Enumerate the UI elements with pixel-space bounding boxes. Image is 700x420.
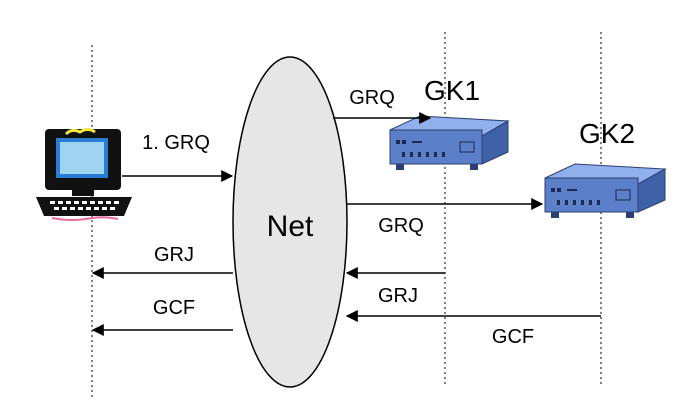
msg-grj-from-gk1: GRJ — [378, 285, 418, 307]
msg-grj-to-client: GRJ — [154, 244, 194, 266]
gk1-label: GK1 — [424, 75, 480, 106]
msg-grq-initial: 1. GRQ — [142, 132, 210, 154]
gatekeeper-device-icon — [389, 115, 510, 170]
msg-grq-to-gk1: GRQ — [349, 87, 395, 109]
gatekeeper-device-icon — [544, 163, 667, 218]
msg-gcf-to-client: GCF — [153, 297, 195, 319]
gk2-label: GK2 — [579, 118, 635, 149]
msg-gcf-from-gk2: GCF — [492, 326, 534, 348]
msg-grq-to-gk2: GRQ — [378, 215, 424, 237]
net-label: Net — [267, 210, 314, 243]
computer-icon — [36, 128, 132, 221]
net-ellipse — [232, 56, 348, 388]
